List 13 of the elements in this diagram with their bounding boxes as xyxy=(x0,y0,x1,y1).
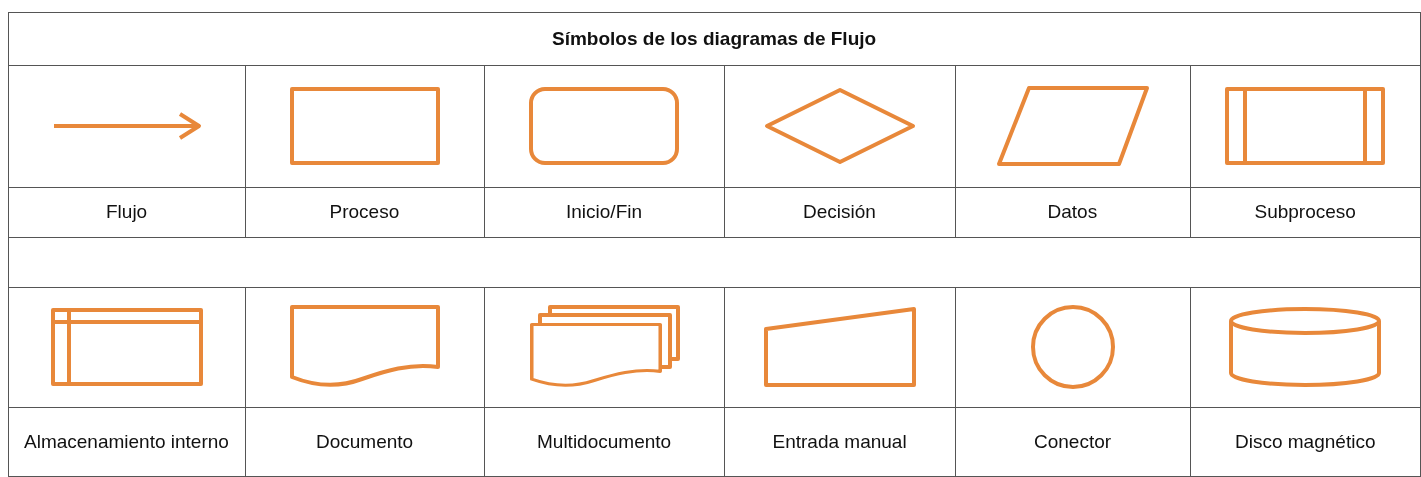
symbol-name: Multidocumento xyxy=(537,430,672,453)
symbol-name: Inicio/Fin xyxy=(566,201,643,223)
symbol-name: Subproceso xyxy=(1254,201,1356,223)
symbol-name: Almacenamiento interno xyxy=(24,430,229,453)
symbol-name: Decisión xyxy=(803,201,876,223)
symbol-name: Flujo xyxy=(106,201,148,223)
symbol-name: Documento xyxy=(316,430,414,453)
table-title: Símbolos de los diagramas de Flujo xyxy=(552,27,877,50)
symbol-name: Entrada manual xyxy=(772,430,907,453)
symbol-name: Datos xyxy=(1047,201,1098,223)
symbol-name: Conector xyxy=(1034,430,1112,453)
symbol-name: Proceso xyxy=(329,201,400,223)
symbol-name: Disco magnético xyxy=(1235,430,1376,453)
